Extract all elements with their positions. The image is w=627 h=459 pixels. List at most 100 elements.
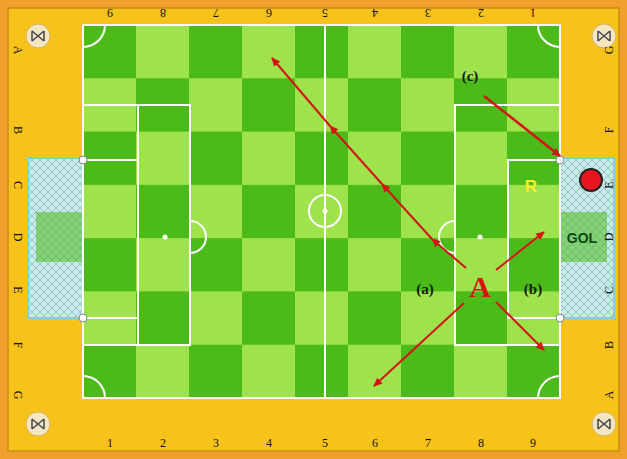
field-square (83, 132, 137, 186)
left-goal-mouth (36, 212, 83, 262)
column-number: 1 (107, 437, 113, 449)
field-square (348, 291, 402, 345)
row-letter: G (603, 46, 615, 55)
column-number: 5 (322, 437, 328, 449)
field-square (401, 185, 455, 239)
column-number: 8 (478, 437, 484, 449)
field-square (83, 345, 137, 399)
field-square (189, 345, 243, 399)
field-square (454, 345, 508, 399)
field-squares (83, 25, 561, 399)
column-number: 3 (213, 437, 219, 449)
goal-label: GOL (567, 231, 597, 245)
field-square (189, 78, 243, 132)
column-number: 9 (530, 437, 536, 449)
row-letter: B (603, 341, 615, 349)
row-letter: F (12, 342, 24, 349)
column-number: 2 (160, 437, 166, 449)
field-square (189, 132, 243, 186)
column-number: 3 (425, 7, 431, 19)
field-square (348, 345, 402, 399)
column-number: 6 (266, 7, 272, 19)
field-square (295, 291, 349, 345)
field-square (348, 238, 402, 292)
field-square (295, 78, 349, 132)
field-square (242, 238, 296, 292)
field-square (242, 25, 296, 79)
field-square (454, 132, 508, 186)
column-number: 4 (372, 7, 378, 19)
row-letter: A (12, 46, 24, 55)
column-number: 7 (213, 7, 219, 19)
ball (580, 169, 602, 191)
field-square (295, 25, 349, 79)
field-square (242, 291, 296, 345)
field-square (242, 78, 296, 132)
row-letter: E (12, 286, 24, 293)
field-square (136, 25, 190, 79)
row-letter: G (12, 391, 24, 400)
field-square (401, 25, 455, 79)
goal-posts (79, 156, 564, 322)
column-number: 7 (425, 437, 431, 449)
field-square (242, 345, 296, 399)
column-number: 6 (372, 437, 378, 449)
field-square (507, 345, 561, 399)
move-label: (c) (462, 69, 479, 84)
move-arrows (272, 58, 560, 386)
field-square (189, 238, 243, 292)
row-letter: D (12, 233, 24, 242)
field-square (295, 132, 349, 186)
row-letter: F (603, 127, 615, 134)
field-square (136, 291, 190, 345)
right-goal-mouth (560, 212, 607, 262)
row-letter: B (12, 126, 24, 134)
field-square (189, 25, 243, 79)
player-label: A (469, 272, 491, 302)
row-letter: D (603, 233, 615, 242)
column-number: 5 (322, 7, 328, 19)
field-square (401, 132, 455, 186)
field-square (348, 185, 402, 239)
corner-flags (26, 24, 616, 436)
column-number: 2 (478, 7, 484, 19)
row-letter: A (603, 391, 615, 400)
field-square (136, 238, 190, 292)
column-number: 8 (160, 7, 166, 19)
inner-frame (8, 8, 619, 451)
move-label: (a) (416, 282, 434, 297)
move-label: (b) (524, 282, 542, 297)
column-number: 1 (530, 7, 536, 19)
field-square (242, 132, 296, 186)
row-letter: C (603, 286, 615, 294)
field-square (507, 25, 561, 79)
column-number: 4 (266, 437, 272, 449)
field-square (136, 185, 190, 239)
field-lines (83, 25, 560, 398)
left-goal (28, 158, 83, 318)
right-goal (560, 158, 614, 318)
field-square (83, 25, 137, 79)
field-square (295, 185, 349, 239)
field-square (83, 185, 137, 239)
left-goal-net (28, 158, 83, 318)
field-square (454, 185, 508, 239)
field-square (295, 345, 349, 399)
right-goal-net (560, 158, 614, 318)
piece-label: R (525, 178, 537, 195)
field-square (348, 25, 402, 79)
field-square (295, 238, 349, 292)
field-square (83, 238, 137, 292)
field-square (136, 132, 190, 186)
row-letter: E (603, 181, 615, 188)
field-square (189, 185, 243, 239)
field-square (242, 185, 296, 239)
field-square (189, 291, 243, 345)
row-letter: C (12, 181, 24, 189)
column-number: 9 (107, 7, 113, 19)
field-square (136, 345, 190, 399)
field-square (348, 78, 402, 132)
